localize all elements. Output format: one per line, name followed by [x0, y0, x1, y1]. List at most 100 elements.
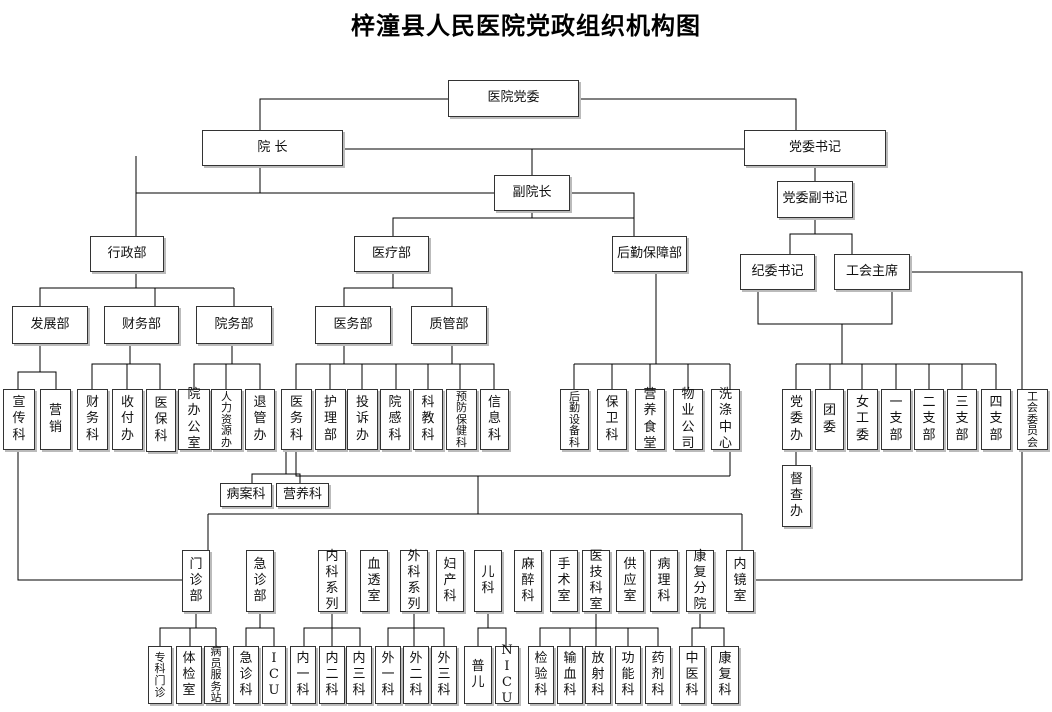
node-complaint-office: 投诉办: [347, 389, 378, 450]
node-insurance-section: 医保科: [146, 389, 176, 452]
label: 外科系列: [407, 548, 421, 613]
node-hr-office: 人力资源办: [211, 389, 242, 450]
label: 退管办: [253, 395, 267, 443]
node-president: 院 长: [202, 130, 343, 166]
node-surgery-series: 外科系列: [400, 548, 428, 613]
label: 后勤设备科: [569, 389, 580, 449]
node-nutrition-section: 营养科: [276, 483, 329, 507]
label: 病员服务站: [210, 645, 222, 705]
node-property-company: 物业公司: [673, 387, 703, 451]
label: 内镜室: [733, 556, 747, 605]
node-logistics-dept: 后勤保障部: [612, 236, 687, 272]
node-laundry-center: 洗涤中心: [711, 387, 740, 451]
node-security-section: 保卫科: [597, 389, 627, 450]
label: 内二科: [325, 650, 339, 699]
node-surgery-3: 外三科: [431, 646, 457, 704]
label: 内科系列: [325, 548, 339, 613]
label: 督查办: [789, 471, 803, 520]
node-canteen: 营养食堂: [635, 387, 665, 451]
label: 营销: [48, 403, 62, 435]
node-marketing: 营销: [40, 389, 71, 450]
node-surgery-2: 外二科: [403, 646, 429, 704]
label: 二支部: [922, 395, 936, 443]
node-patient-service: 病员服务站: [204, 646, 228, 704]
node-deputy-party-secretary: 党委副书记: [777, 181, 853, 218]
node-discipline-secretary: 纪委书记: [740, 254, 815, 290]
node-president-office: 院办公室: [178, 387, 210, 451]
node-quality-dept: 质管部: [411, 306, 487, 344]
label: 康复科: [718, 650, 732, 699]
node-medical-affairs-dept: 医务部: [315, 306, 391, 344]
node-internal-medicine: 内科系列: [318, 548, 346, 613]
node-admin-dept: 行政部: [90, 236, 164, 272]
label: 党委办: [789, 395, 803, 443]
label: 急诊科: [239, 650, 253, 699]
label: 麻醉科: [521, 556, 535, 605]
node-outpatient-dept: 门诊部: [182, 550, 210, 612]
node-women-committee: 女工委: [847, 389, 878, 450]
node-tcm-section: 中医科: [679, 646, 705, 704]
label: 院感科: [388, 395, 402, 443]
node-operating-room: 手术室: [550, 550, 578, 612]
label: 检验科: [534, 650, 548, 699]
node-party-secretary: 党委书记: [744, 130, 886, 166]
node-blood-transfusion: 输血科: [557, 646, 583, 704]
node-medical-tech: 医技科室: [582, 548, 610, 613]
node-branch-2: 二支部: [914, 389, 944, 450]
node-medical-dept: 医疗部: [354, 236, 429, 272]
label: 输血科: [563, 650, 577, 699]
node-icu: ICU: [262, 646, 286, 704]
label: 财务科: [85, 395, 99, 443]
node-cashier-office: 收付办: [112, 389, 143, 450]
label: 功能科: [621, 650, 635, 699]
label: 保卫科: [605, 395, 619, 443]
label: 中医科: [685, 650, 699, 699]
label: 一支部: [889, 395, 903, 443]
label: 人力资源办: [221, 389, 232, 449]
label: 医技科室: [589, 548, 603, 613]
label: 护理部: [323, 395, 337, 443]
node-logistics-equipment: 后勤设备科: [560, 389, 589, 450]
label: 门诊部: [189, 556, 203, 605]
label: 放射科: [591, 650, 605, 699]
node-emergency-section: 急诊科: [233, 646, 259, 704]
node-vice-president: 副院长: [494, 175, 570, 211]
label: 信息科: [487, 395, 501, 443]
node-internal-3: 内三科: [346, 646, 372, 704]
node-general-pediatrics: 普儿: [464, 646, 492, 704]
node-hospital-affairs-dept: 院务部: [196, 306, 272, 344]
node-retirement-office: 退管办: [245, 389, 275, 450]
node-emergency-dept: 急诊部: [246, 550, 274, 612]
label: NICU: [501, 642, 513, 707]
label: 投诉办: [355, 395, 369, 443]
label: 预防保健科: [456, 389, 467, 449]
label: 团委: [822, 403, 836, 435]
node-rehab-branch: 康复分院: [686, 549, 714, 612]
label: 儿科: [481, 564, 495, 596]
node-supervision-office: 督查办: [782, 465, 811, 527]
label: 科教科: [421, 395, 435, 443]
node-nicu: NICU: [495, 643, 519, 706]
label: 手术室: [557, 556, 571, 605]
node-union-committee: 工会委员会: [1017, 389, 1048, 450]
node-anesthesia: 麻醉科: [514, 550, 542, 612]
label: ICU: [268, 650, 280, 699]
label: 病理科: [657, 556, 671, 605]
label: 医务科: [289, 395, 303, 443]
node-info-section: 信息科: [480, 389, 509, 450]
node-nursing-dept: 护理部: [315, 389, 346, 450]
node-education-section: 科教科: [413, 389, 443, 450]
label: 普儿: [471, 658, 485, 690]
node-laboratory: 检验科: [528, 646, 554, 704]
node-medical-section: 医务科: [281, 389, 312, 450]
node-pathology: 病理科: [650, 550, 678, 612]
label: 女工委: [855, 395, 869, 443]
node-finance-section: 财务科: [77, 389, 108, 450]
node-finance-dept: 财务部: [104, 306, 179, 344]
label: 工会委员会: [1027, 389, 1038, 449]
label: 医保科: [154, 396, 168, 444]
node-branch-1: 一支部: [881, 389, 911, 450]
node-radiology: 放射科: [585, 646, 611, 704]
node-internal-2: 内二科: [319, 646, 345, 704]
